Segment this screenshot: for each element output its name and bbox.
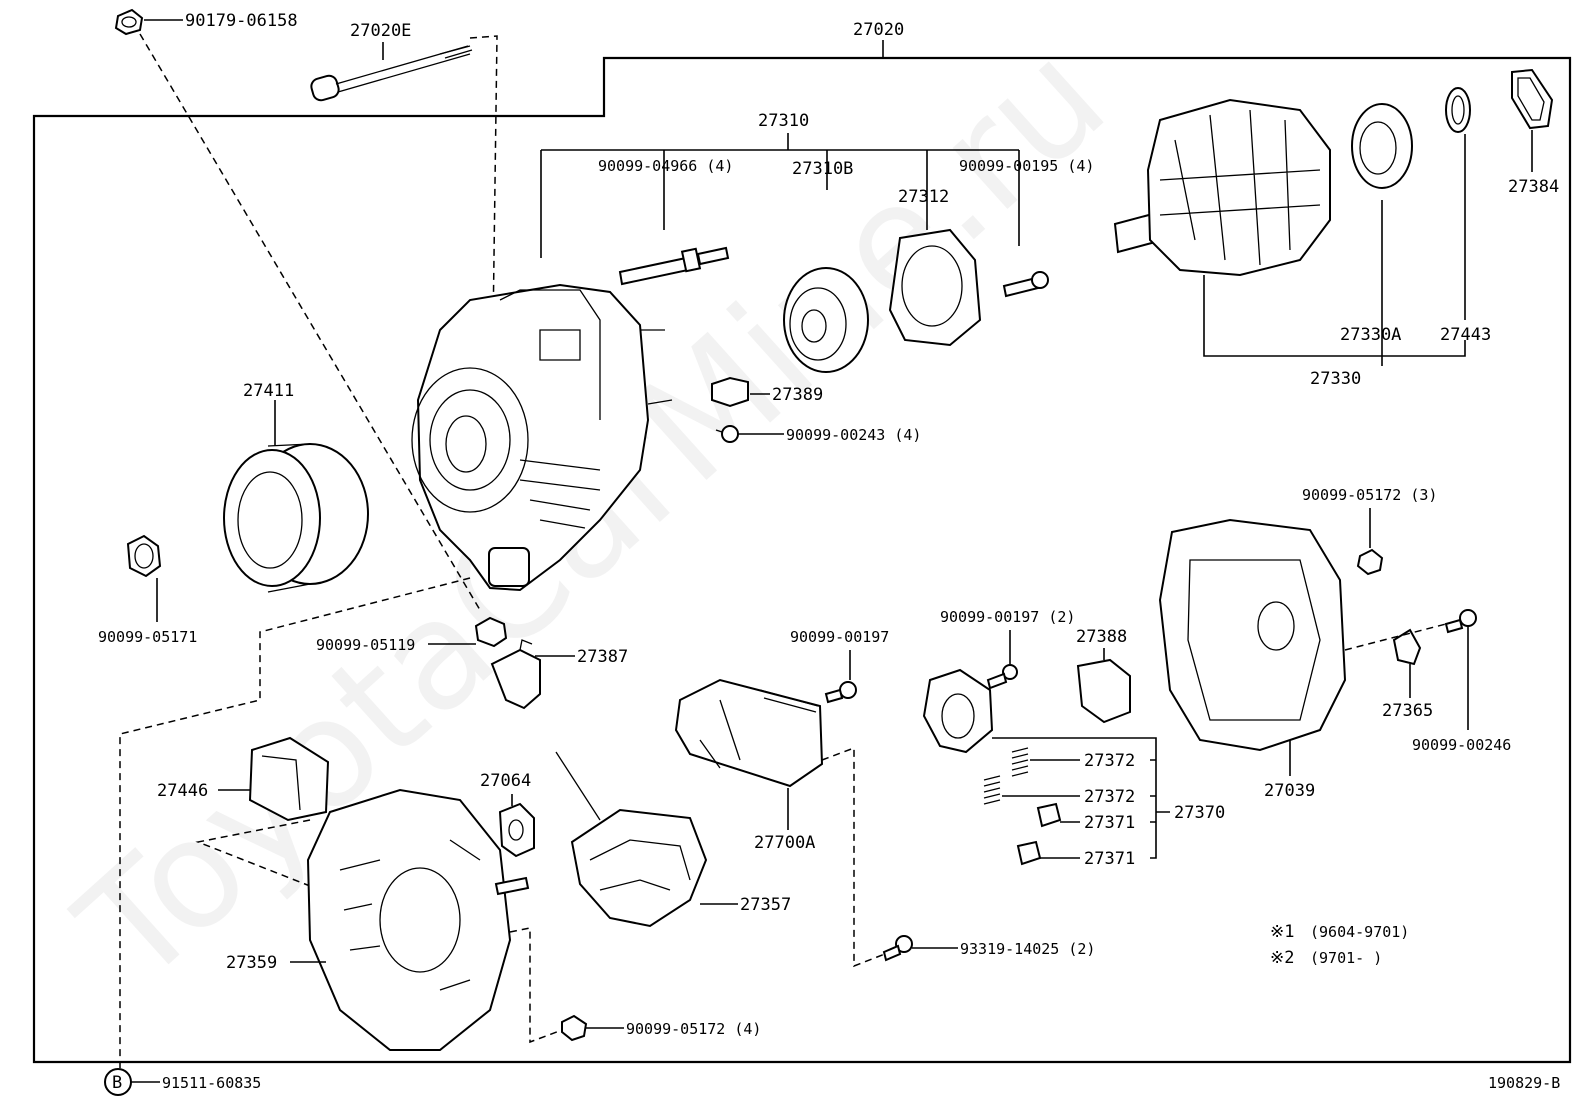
- insulator-27387[interactable]: [490, 639, 541, 710]
- note-1-mark: ※1: [1270, 922, 1294, 942]
- plate-27064[interactable]: [498, 802, 535, 858]
- label-90099-04966[interactable]: 90099-04966 (4): [598, 157, 733, 175]
- dashline-27446: [195, 819, 311, 887]
- rear-cover-27039[interactable]: [1158, 518, 1347, 752]
- label-27372-lower[interactable]: 27372: [1084, 787, 1135, 807]
- cover-27446[interactable]: [248, 736, 330, 822]
- retainer-plate-27312[interactable]: [888, 228, 982, 347]
- rotor-27330[interactable]: [1113, 98, 1466, 357]
- screw-90099-00197[interactable]: [824, 681, 857, 704]
- label-27411[interactable]: 27411: [243, 381, 294, 401]
- stud-90099-04966[interactable]: [618, 246, 730, 286]
- label-27330a[interactable]: 27330A: [1340, 325, 1401, 345]
- rectifier-27357[interactable]: [555, 751, 708, 928]
- screw-90099-00197-2[interactable]: [986, 664, 1018, 690]
- brush-27371-lower[interactable]: [1016, 840, 1042, 866]
- brush-holder-27370[interactable]: [922, 668, 994, 754]
- dashline-nut-to-washer: [139, 33, 481, 611]
- label-27389[interactable]: 27389: [772, 385, 823, 405]
- washer-90099-05119[interactable]: [474, 616, 508, 648]
- ring-27443[interactable]: [1445, 87, 1471, 133]
- regulator-27700a[interactable]: [674, 678, 824, 788]
- label-27370[interactable]: 27370: [1174, 803, 1225, 823]
- label-27359[interactable]: 27359: [226, 953, 277, 973]
- assembly-frame: [32, 56, 1572, 1064]
- bracket-27310: [540, 149, 1020, 258]
- bearing-27330a[interactable]: [1351, 103, 1413, 189]
- cap-27388[interactable]: [1076, 658, 1131, 724]
- ref-circle-letter: B: [112, 1073, 122, 1093]
- label-27443[interactable]: 27443: [1440, 325, 1491, 345]
- label-27020e[interactable]: 27020E: [350, 21, 411, 41]
- nut-90099-05172-3[interactable]: [1356, 548, 1384, 576]
- label-27384[interactable]: 27384: [1508, 177, 1559, 197]
- label-27357[interactable]: 27357: [740, 895, 791, 915]
- spring-27372-lower[interactable]: [983, 775, 1001, 805]
- nut-90099-05172-4[interactable]: [561, 1014, 588, 1042]
- bolt-27020e[interactable]: [309, 45, 473, 102]
- nut-90099-05171[interactable]: [126, 534, 162, 578]
- screw-90099-00195[interactable]: [1002, 271, 1049, 298]
- cover-27384[interactable]: [1511, 68, 1554, 130]
- notes: ※1 (9604-9701) ※2 (9701- ): [1270, 922, 1409, 968]
- label-27446[interactable]: 27446: [157, 781, 208, 801]
- label-27365[interactable]: 27365: [1382, 701, 1433, 721]
- screw-93319-14025[interactable]: [882, 935, 913, 962]
- nut-90179-06158[interactable]: [114, 8, 144, 36]
- dashline-rear-nut: [509, 927, 563, 1044]
- label-90179-06158[interactable]: 90179-06158: [185, 11, 298, 31]
- label-90099-00195[interactable]: 90099-00195 (4): [959, 157, 1094, 175]
- label-90099-05171[interactable]: 90099-05171: [98, 628, 197, 646]
- screw-90099-00246[interactable]: [1444, 609, 1477, 634]
- dashline-bolt-frame: [469, 35, 498, 331]
- label-90099-00197-2[interactable]: 90099-00197 (2): [940, 608, 1075, 626]
- label-27064[interactable]: 27064: [480, 771, 531, 791]
- brush-27371-upper[interactable]: [1036, 802, 1062, 828]
- label-27372-upper[interactable]: 27372: [1084, 751, 1135, 771]
- ref-circle-b[interactable]: B: [104, 1068, 132, 1096]
- label-27310[interactable]: 27310: [758, 111, 809, 131]
- drive-end-frame[interactable]: [411, 283, 673, 592]
- terminal-27389[interactable]: [711, 376, 749, 408]
- label-27700a[interactable]: 27700A: [754, 833, 815, 853]
- label-90099-00243[interactable]: 90099-00243 (4): [786, 426, 921, 444]
- rear-end-frame-27359[interactable]: [306, 788, 530, 1051]
- label-90099-05172-3[interactable]: 90099-05172 (3): [1302, 486, 1437, 504]
- insulator-27365[interactable]: [1392, 628, 1422, 666]
- document-code: 190829-B: [1488, 1074, 1560, 1092]
- label-91511-60835[interactable]: 91511-60835: [162, 1074, 261, 1092]
- spring-27372-upper[interactable]: [1011, 747, 1029, 777]
- note-2-text: (9701- ): [1310, 949, 1382, 967]
- label-27388[interactable]: 27388: [1076, 627, 1127, 647]
- label-93319-14025[interactable]: 93319-14025 (2): [960, 940, 1095, 958]
- label-27310b[interactable]: 27310B: [792, 159, 853, 179]
- label-90099-00246[interactable]: 90099-00246: [1412, 736, 1511, 754]
- note-1-text: (9604-9701): [1310, 923, 1409, 941]
- label-27387[interactable]: 27387: [577, 647, 628, 667]
- dashline-rear-cover: [1344, 623, 1447, 651]
- label-27039[interactable]: 27039: [1264, 781, 1315, 801]
- bearing-27310b[interactable]: [783, 267, 869, 373]
- label-27020[interactable]: 27020: [853, 20, 904, 40]
- dashline-ref-b: [119, 577, 471, 1070]
- label-27330[interactable]: 27330: [1310, 369, 1361, 389]
- label-90099-05172-4[interactable]: 90099-05172 (4): [626, 1020, 761, 1038]
- dashline-regulator: [821, 746, 891, 968]
- screw-90099-00243[interactable]: [715, 425, 739, 443]
- label-27371-upper[interactable]: 27371: [1084, 813, 1135, 833]
- label-90099-05119[interactable]: 90099-05119: [316, 636, 415, 654]
- pulley-27411[interactable]: [223, 443, 369, 593]
- label-27312[interactable]: 27312: [898, 187, 949, 207]
- label-27371-lower[interactable]: 27371: [1084, 849, 1135, 869]
- label-90099-00197[interactable]: 90099-00197: [790, 628, 889, 646]
- note-2-mark: ※2: [1270, 948, 1294, 968]
